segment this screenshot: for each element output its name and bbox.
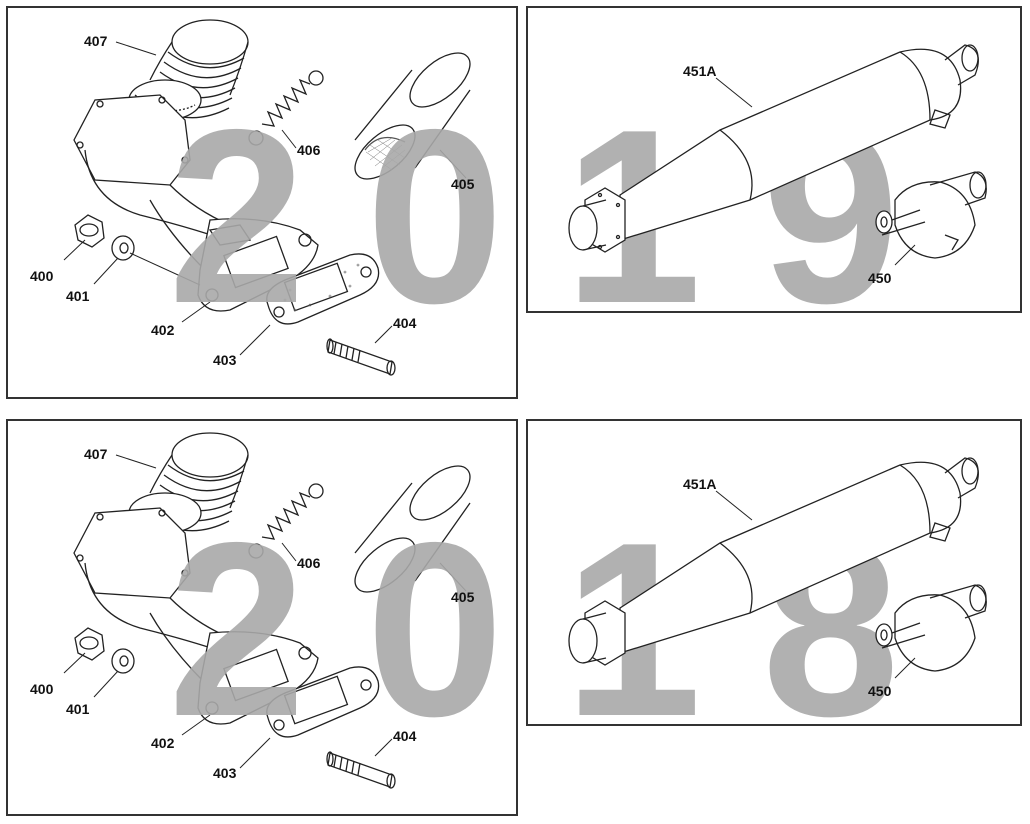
washer-401 xyxy=(111,235,135,261)
muffler-451a xyxy=(568,44,979,253)
label-401: 401 xyxy=(66,288,90,304)
tailpipe-450 xyxy=(875,584,987,672)
stud-404 xyxy=(326,751,396,789)
leader-lines-top-right xyxy=(715,77,916,266)
stud-404 xyxy=(326,338,396,376)
nut-400 xyxy=(74,627,105,661)
label-404: 404 xyxy=(393,728,417,744)
nut-400 xyxy=(74,214,105,248)
washer-401 xyxy=(111,648,135,674)
label-407: 407 xyxy=(84,446,108,462)
divider-tick xyxy=(517,338,518,346)
label-406: 406 xyxy=(297,555,321,571)
spring-406 xyxy=(248,483,324,559)
divider-tick xyxy=(517,745,518,753)
label-406: 406 xyxy=(297,142,321,158)
label-450: 450 xyxy=(868,270,892,286)
label-402: 402 xyxy=(151,735,175,751)
label-405: 405 xyxy=(451,176,475,192)
label-401: 401 xyxy=(66,701,90,717)
label-450: 450 xyxy=(868,683,892,699)
leader-lines-top-left xyxy=(63,41,467,356)
gasket-403 xyxy=(266,666,380,738)
label-451a: 451A xyxy=(683,63,717,79)
tailpipe-450 xyxy=(875,171,987,259)
label-407: 407 xyxy=(84,33,108,49)
sleeve-405 xyxy=(354,52,471,180)
label-451a: 451A xyxy=(683,476,717,492)
label-400: 400 xyxy=(30,681,54,697)
leader-lines-bottom-right xyxy=(715,490,916,679)
leader-lines-bottom-left xyxy=(63,454,467,769)
manifold-402 xyxy=(73,507,319,725)
muffler-451a xyxy=(568,457,979,666)
label-402: 402 xyxy=(151,322,175,338)
label-405: 405 xyxy=(451,589,475,605)
spring-406 xyxy=(248,70,324,146)
sleeve-405 xyxy=(354,465,471,593)
manifold-402 xyxy=(73,94,319,312)
label-404: 404 xyxy=(393,315,417,331)
gasket-403 xyxy=(266,253,380,325)
label-403: 403 xyxy=(213,352,237,368)
label-403: 403 xyxy=(213,765,237,781)
label-400: 400 xyxy=(30,268,54,284)
